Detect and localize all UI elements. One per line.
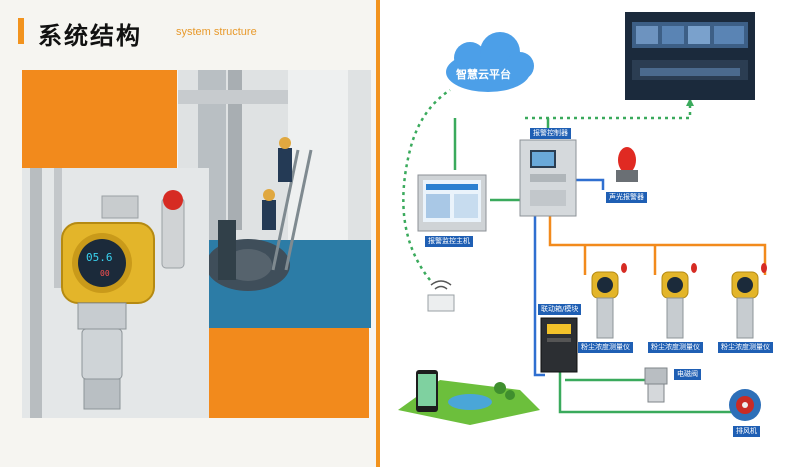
device-screen-badge: 00 [100,269,110,278]
controller-to-alarm-line [576,178,605,190]
controller-to-linkage-line [533,215,545,377]
exhaust-fan-label: 排风机 [733,426,760,437]
detector-1-icon [591,263,627,339]
cloud-to-center-line [525,100,692,120]
detector-3-label: 粉尘浓度测量仪 [718,342,773,353]
title-accent-bar [18,18,24,44]
monitor-host-icon [417,174,487,232]
alarm-controller-icon [519,139,577,217]
detector-1-label: 粉尘浓度测量仪 [578,342,633,353]
alarm-controller-label: 报警控制器 [530,128,571,139]
orange-block-top [22,70,177,168]
page-title: 系统结构 [38,22,142,50]
sound-light-alarm-label: 声光报警器 [606,192,647,203]
linkage-box-label: 联动箱/模块 [538,304,582,315]
linkage-box-icon [540,317,578,373]
exhaust-fan-icon [729,389,761,421]
sound-light-alarm-icon [616,147,638,182]
detector-device-photo: 05.6 00 [22,168,209,418]
solenoid-valve-icon [644,367,668,403]
device-screen-value: 05.6 [86,251,113,264]
cloud-platform-icon [446,32,534,92]
smartphone-landscape-icon [398,370,540,425]
monitor-host-label: 报警监控主机 [425,236,473,247]
left-panel: 系统结构 system structure [0,0,376,467]
wireless-router-icon [427,280,455,312]
controller-to-detectors-line [548,215,767,275]
detector-3-icon [731,263,767,339]
linkage-to-fan-line [558,370,735,414]
detector-2-icon [661,263,697,339]
cloud-platform-label: 智慧云平台 [456,68,511,81]
orange-block-bottom [209,328,369,418]
page-subtitle: system structure [176,26,257,38]
monitoring-center-image [625,12,755,100]
detector-2-label: 粉尘浓度测量仪 [648,342,703,353]
solenoid-valve-label: 电磁阀 [674,369,701,380]
installation-site-photo [178,70,371,328]
panel-divider [376,0,380,467]
